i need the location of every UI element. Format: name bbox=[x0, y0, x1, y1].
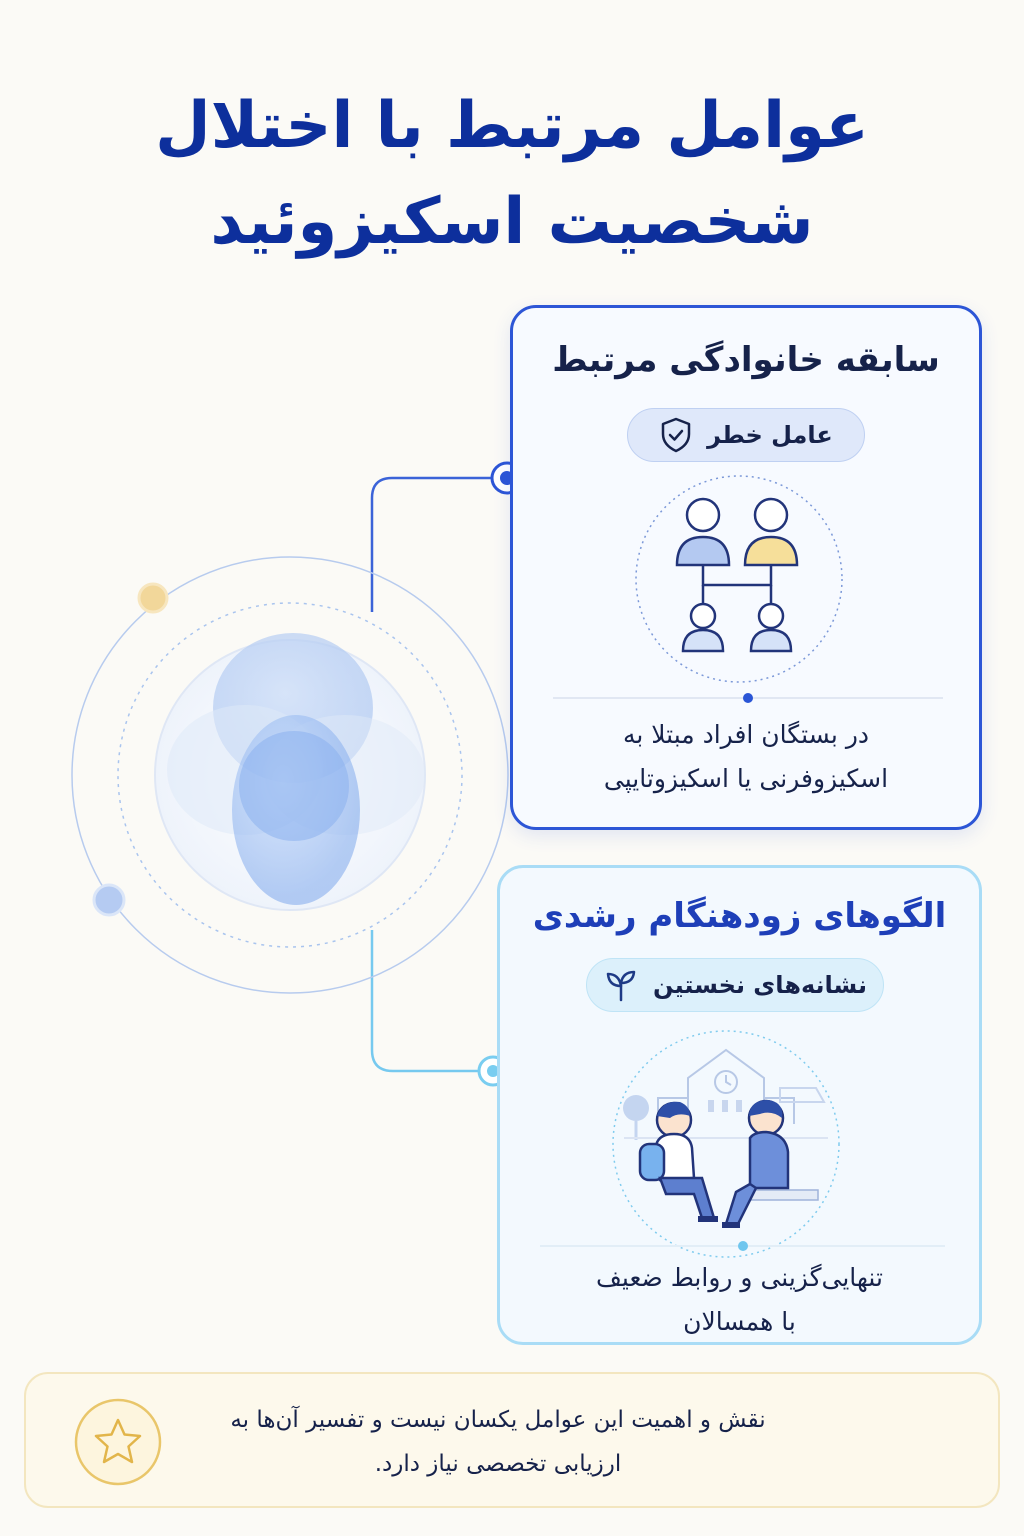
note-box: نقش و اهمیت این عوامل یکسان نیست و تفسیر… bbox=[24, 1372, 1000, 1508]
card-description-line-1: تنهایی‌گزینی و روابط ضعیف bbox=[596, 1263, 883, 1292]
page-title-line-1: عوامل مرتبط با اختلال bbox=[155, 89, 869, 163]
shield-check-icon bbox=[661, 417, 691, 453]
early-signs-badge: نشانه‌های نخستین bbox=[586, 958, 884, 1012]
card-title: الگوهای زودهنگام رشدی bbox=[532, 896, 947, 936]
card-early-patterns: الگوهای زودهنگام رشدی نشانه‌های نخستین bbox=[497, 865, 982, 1345]
card-family-history: سابقه خانوادگی مرتبط عامل خطر در بستگان … bbox=[510, 305, 982, 830]
note-text-line-1: نقش و اهمیت این عوامل یکسان نیست و تفسیر… bbox=[230, 1407, 766, 1433]
card-description-line-1: در بستگان افراد مبتلا به bbox=[622, 720, 870, 749]
badge-label: عامل خطر bbox=[707, 421, 833, 449]
divider bbox=[553, 693, 943, 703]
card-description: تنهایی‌گزینی و روابط ضعیف با همسالان bbox=[500, 1256, 979, 1344]
badge-label: نشانه‌های نخستین bbox=[653, 971, 867, 999]
note-text-line-2: ارزیابی تخصصی نیاز دارد. bbox=[374, 1451, 622, 1477]
card-description-line-2: اسکیزوفرنی یا اسکیزوتایپی bbox=[603, 764, 889, 793]
divider bbox=[540, 1241, 945, 1251]
note-text: نقش و اهمیت این عوامل یکسان نیست و تفسیر… bbox=[148, 1398, 848, 1486]
card-title: سابقه خانوادگی مرتبط bbox=[552, 340, 940, 380]
card-description-line-2: با همسالان bbox=[683, 1307, 796, 1336]
page-title-line-2: شخصیت اسکیزوئید bbox=[210, 185, 814, 259]
children-at-school-icon bbox=[612, 1030, 840, 1258]
risk-factor-badge: عامل خطر bbox=[627, 408, 865, 462]
sprout-icon bbox=[606, 970, 636, 1002]
page-title: عوامل مرتبط با اختلال شخصیت اسکیزوئید bbox=[0, 78, 1024, 270]
card-description: در بستگان افراد مبتلا به اسکیزوفرنی یا ا… bbox=[513, 713, 979, 801]
family-tree-icon bbox=[635, 475, 843, 683]
star-icon bbox=[74, 1398, 162, 1486]
orbit-visual bbox=[71, 556, 509, 994]
